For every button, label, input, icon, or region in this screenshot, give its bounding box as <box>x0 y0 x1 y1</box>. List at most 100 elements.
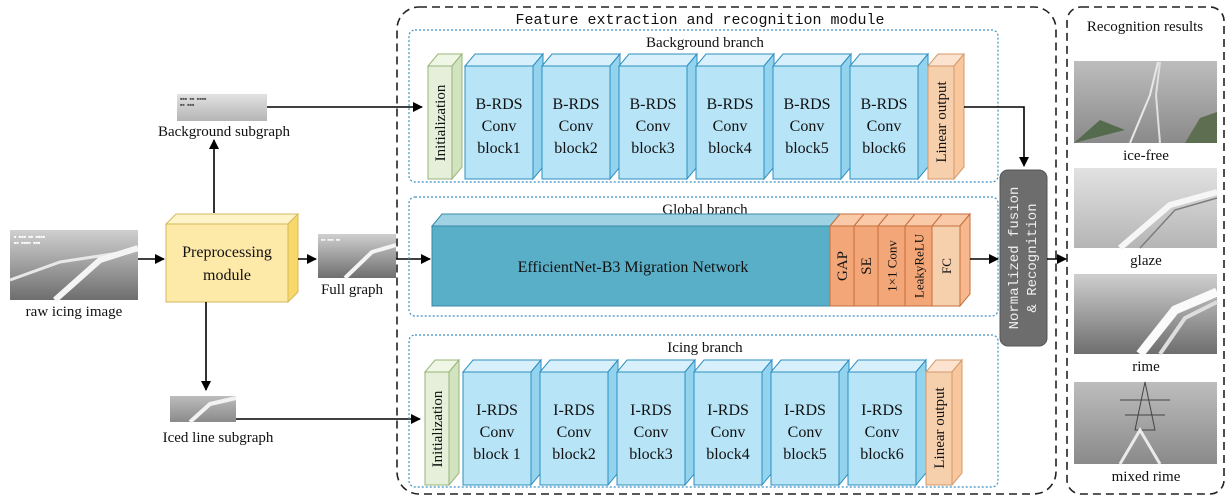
icing-conv-block-3: I-RDS Conv block3 <box>615 358 697 487</box>
svg-text:■■ ■■■: ■■ ■■■ <box>180 103 195 108</box>
result-image-ice-free <box>1074 61 1217 144</box>
icing-block-5-line-3: block5 <box>783 446 827 463</box>
icing-block-4-line-1: I-RDS <box>707 402 749 419</box>
result-label-rime: rime <box>1132 359 1160 375</box>
result-image-glaze <box>1074 168 1218 251</box>
icing-output-label: Linear output <box>932 387 948 469</box>
background-output-label: Linear output <box>934 81 950 163</box>
svg-text:■■■ ■■ ■■■■: ■■■ ■■ ■■■■ <box>180 97 207 102</box>
icing-branch-title: Icing branch <box>667 340 743 356</box>
icing-block-5-line-2: Conv <box>788 424 823 441</box>
results-title: Recognition results <box>1087 19 1203 35</box>
background-block-1-line-1: B-RDS <box>475 96 522 113</box>
background-block-3-line-1: B-RDS <box>629 96 676 113</box>
background-block-2-line-1: B-RDS <box>552 96 599 113</box>
full-graph-image: ■■ ■■■ ■■ <box>318 234 397 280</box>
icing-conv-block-6: I-RDS Conv block6 <box>846 358 928 487</box>
background-block-6-line-1: B-RDS <box>860 96 907 113</box>
icing-conv-block-4: I-RDS Conv block4 <box>692 358 774 487</box>
module-title: Feature extraction and recognition modul… <box>515 12 884 29</box>
background-block-4-line-1: B-RDS <box>706 96 753 113</box>
full-graph-label: Full graph <box>321 282 384 298</box>
background-conv-block-3: B-RDS Conv block3 <box>617 52 699 181</box>
background-block-6-line-2: Conv <box>867 118 902 135</box>
background-branch-frame <box>408 29 999 183</box>
icing-block-4-line-3: block4 <box>706 446 750 463</box>
background-block-3-line-3: block3 <box>631 140 675 157</box>
feature-module-frame <box>396 6 1057 495</box>
icing-block-3-line-1: I-RDS <box>630 402 672 419</box>
background-block-5-line-3: block5 <box>785 140 829 157</box>
background-branch-title-bg <box>610 34 800 50</box>
global-branch-frame <box>408 196 999 317</box>
icing-conv-block-5: I-RDS Conv block5 <box>769 358 851 487</box>
global-layer-5: FC <box>930 212 972 308</box>
icing-block-5-line-1: I-RDS <box>784 402 826 419</box>
background-subgraph-label: Background subgraph <box>158 124 291 140</box>
svg-text:■■ ■■■■ ■■■: ■■ ■■■■ ■■■ <box>14 241 41 246</box>
icing-block-4-line-2: Conv <box>711 424 746 441</box>
background-block-1-line-2: Conv <box>482 118 517 135</box>
result-label-glaze: glaze <box>1130 253 1162 269</box>
icing-block-3-line-3: block3 <box>629 446 673 463</box>
icing-init-label: Initialization <box>430 390 446 467</box>
icing-block-2-line-3: block2 <box>552 446 596 463</box>
background-conv-block-2: B-RDS Conv block2 <box>540 52 622 181</box>
background-block-5-line-1: B-RDS <box>783 96 830 113</box>
module-title-bg <box>510 10 890 28</box>
icing-block-6-line-3: block6 <box>860 446 904 463</box>
icing-branch-frame <box>408 334 999 488</box>
icing-block-6-line-1: I-RDS <box>861 402 903 419</box>
background-linear-output <box>926 52 966 181</box>
icing-block-2-line-2: Conv <box>557 424 592 441</box>
raw-icing-image: ■ ■■■ ■■ ■■■■ ■■ ■■■■ ■■■ <box>9 230 139 303</box>
efficientnet-label: EfficientNet-B3 Migration Network <box>518 259 749 276</box>
svg-text:■ ■■■ ■■ ■■■■: ■ ■■■ ■■ ■■■■ <box>14 235 46 240</box>
background-init-label: Initialization <box>433 84 449 161</box>
background-block-2-line-3: block2 <box>554 140 598 157</box>
preprocessing-label-2: module <box>203 267 251 284</box>
global-layer-label-4: LeakyReLU <box>912 233 927 298</box>
result-label-mixed-rime: mixed rime <box>1112 469 1181 485</box>
icing-init-layer <box>423 358 461 487</box>
result-label-ice-free: ice-free <box>1123 148 1169 164</box>
raw-icing-image-label: raw icing image <box>26 304 123 320</box>
result-image-mixed-rime <box>1074 381 1217 465</box>
preprocessing-label-1: Preprocessing <box>182 244 272 261</box>
icing-branch-title-bg <box>640 339 770 355</box>
icing-block-6-line-2: Conv <box>865 424 900 441</box>
global-layer-label-2: SE <box>859 257 875 275</box>
fusion-block <box>999 169 1048 347</box>
icing-block-3-line-2: Conv <box>634 424 669 441</box>
global-layer-label-5: FC <box>939 258 954 274</box>
icing-conv-block-1: I-RDS Conv block 1 <box>461 358 543 487</box>
global-layer-1: GAP <box>828 213 866 307</box>
global-layer-2: SE <box>852 213 890 307</box>
results-frame <box>1066 6 1225 495</box>
global-layer-label-1: GAP <box>835 251 851 281</box>
icing-linear-output <box>924 358 964 487</box>
background-block-2-line-2: Conv <box>559 118 594 135</box>
svg-text:■■ ■■■ ■■: ■■ ■■■ ■■ <box>321 239 340 243</box>
preprocessing-module <box>164 212 300 304</box>
icing-block-1-line-2: Conv <box>480 424 515 441</box>
background-block-3-line-2: Conv <box>636 118 671 135</box>
background-conv-block-4: B-RDS Conv block4 <box>694 52 776 181</box>
global-branch-title-bg <box>630 201 780 217</box>
icing-block-1-line-1: I-RDS <box>476 402 518 419</box>
global-layer-label-3: 1×1 Conv <box>885 240 900 292</box>
background-block-4-line-3: block4 <box>708 140 752 157</box>
background-block-6-line-3: block6 <box>862 140 906 157</box>
fusion-label-1: Normalized fusion <box>1007 187 1023 330</box>
background-init-layer <box>426 52 464 181</box>
iced-subgraph-label: Iced line subgraph <box>163 430 274 446</box>
background-block-4-line-2: Conv <box>713 118 748 135</box>
background-block-5-line-2: Conv <box>790 118 825 135</box>
icing-block-1-line-3: block 1 <box>473 446 521 463</box>
arrow-background-to-fusion <box>964 106 1029 167</box>
global-layer-4: LeakyReLU <box>903 213 944 307</box>
background-subgraph-image: ■■■ ■■ ■■■■ ■■ ■■■ <box>177 94 267 121</box>
